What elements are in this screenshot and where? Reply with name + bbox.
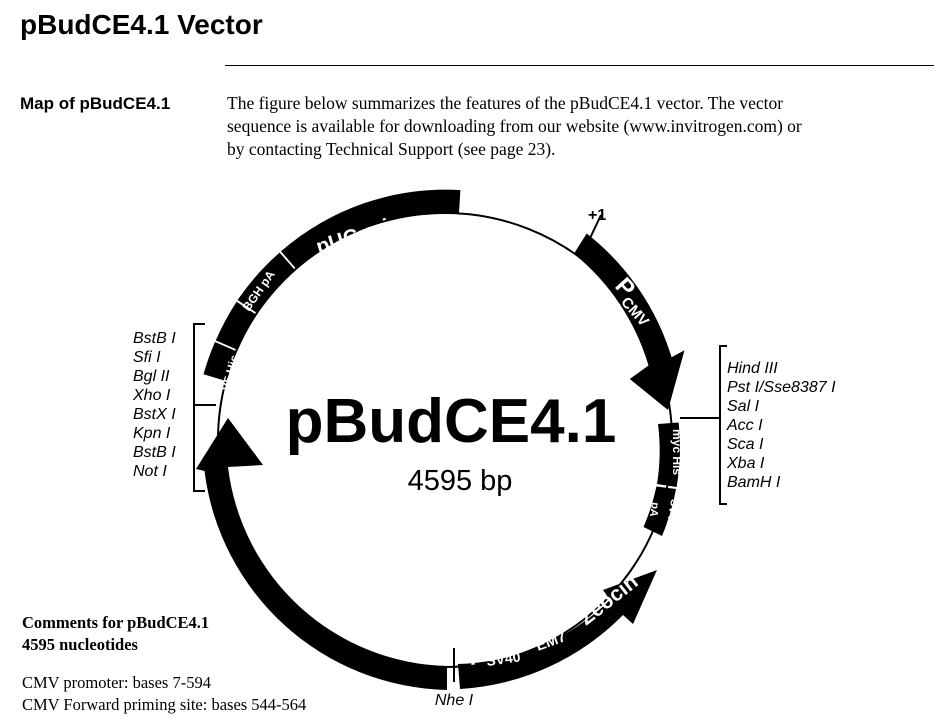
mcs-right-item: Sal I <box>727 398 760 415</box>
mcs-right-item: Sca I <box>727 436 764 453</box>
vector-name: pBudCE4.1 <box>286 387 617 456</box>
mcs-left-item: Not I <box>133 463 167 480</box>
sv40-pa-label-1: SV40 <box>664 498 680 527</box>
sv40-pa-segment <box>643 486 676 536</box>
page-title: pBudCE4.1 Vector <box>20 9 263 40</box>
mcs-left-item: BstX I <box>133 406 176 423</box>
zeocin-arrow <box>458 570 657 689</box>
pef-arrow <box>196 418 447 690</box>
mcs-right-item: Pst I/Sse8387 I <box>727 379 836 396</box>
plus1-tick <box>582 214 602 254</box>
psv40-label-p: P <box>468 643 486 670</box>
comment-line: CMV promoter: bases 7-594 <box>22 673 211 692</box>
nhe-label: Nhe I <box>435 692 474 709</box>
intro-line: The figure below summarizes the features… <box>227 93 784 113</box>
comments-heading: Comments for pBudCE4.1 <box>22 613 210 632</box>
mcs-left-item: Kpn I <box>133 425 171 442</box>
mcs-right-list: Hind III Pst I/Sse8387 I Sal I Acc I Sca… <box>726 360 836 491</box>
intro-paragraph: The figure below summarizes the features… <box>227 92 927 161</box>
myc-his-label: myc His <box>670 429 684 475</box>
mcs-right-item: Acc I <box>726 417 763 434</box>
plus1-label: +1 <box>588 207 606 224</box>
v5-his-segment <box>215 301 257 350</box>
mcs-left-item: BstB I <box>133 330 176 347</box>
header-rule <box>225 65 934 66</box>
myc-his-segment <box>657 422 680 487</box>
comments-subheading: 4595 nucleotides <box>22 635 138 654</box>
mcs-right-item: BamH I <box>727 474 781 491</box>
mcs-left-bracket <box>193 323 216 492</box>
mcs-left-item: Xho I <box>132 387 171 404</box>
psv40-label-sub: SV40 <box>485 648 521 669</box>
mcs-left-list: BstB I Sfi I Bgl II Xho I BstX I Kpn I B… <box>132 330 176 480</box>
pcmv-arrow <box>573 233 685 410</box>
comment-line: CMV Forward priming site: bases 544-564 <box>22 695 307 714</box>
v5-his-segment-lower <box>203 342 237 381</box>
mcs-right-item: Xba I <box>726 455 765 472</box>
mcs-left-item: Sfi I <box>133 349 161 366</box>
intro-line: by contacting Technical Support (see pag… <box>227 139 556 159</box>
vector-size: 4595 bp <box>408 465 513 497</box>
comments-spacer <box>22 656 306 672</box>
section-label: Map of pBudCE4.1 <box>20 94 171 113</box>
puc-ori-segment <box>281 189 461 270</box>
mcs-left-item: BstB I <box>133 444 176 461</box>
comments-block: Comments for pBudCE4.1 4595 nucleotides … <box>22 612 306 716</box>
sv40-pa-label-2: pA <box>647 501 661 518</box>
mcs-right-item: Hind III <box>727 360 778 377</box>
mcs-right-bracket <box>680 345 727 505</box>
vector-map: +1 pBudCE4.1 4595 bp pUC ori BGH pA V5 H… <box>132 189 836 709</box>
mcs-left-item: Bgl II <box>133 368 170 385</box>
intro-line: sequence is available for downloading fr… <box>227 116 802 136</box>
bgh-pa-segment <box>237 252 296 314</box>
